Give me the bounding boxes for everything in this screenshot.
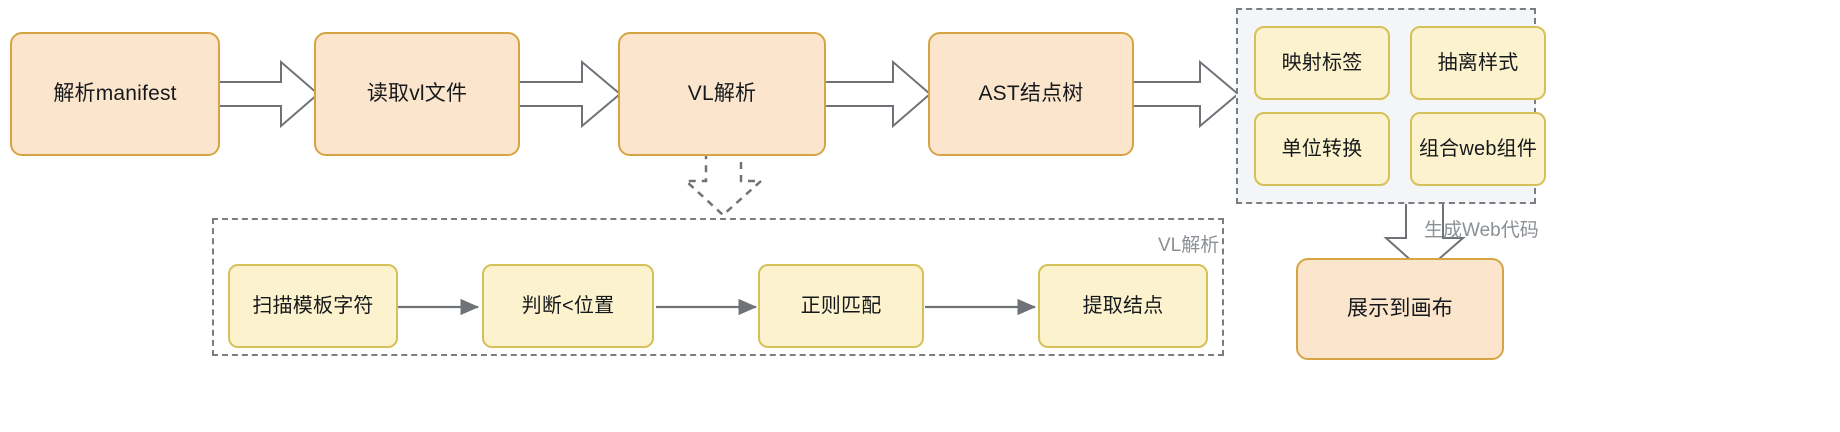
node-extract-node[interactable]: 提取结点 (1038, 264, 1208, 348)
block-arrow-vlparse-to-ast (823, 59, 932, 129)
node-label: 扫描模板字符 (252, 294, 374, 317)
node-label: VL解析 (687, 81, 757, 105)
node-label: 组合web组件 (1418, 137, 1538, 160)
node-label: 读取vl文件 (366, 81, 468, 105)
node-label: 映射标签 (1281, 51, 1363, 74)
node-label: 抽离样式 (1437, 51, 1519, 74)
node-read-vl-file[interactable]: 读取vl文件 (314, 32, 520, 156)
node-parse-manifest[interactable]: 解析manifest (10, 32, 220, 156)
node-unit-convert[interactable]: 单位转换 (1254, 112, 1390, 186)
node-ast-node-tree[interactable]: AST结点树 (928, 32, 1134, 156)
group-label-vl-parse-detail: VL解析 (1158, 235, 1220, 256)
node-label: 解析manifest (53, 81, 177, 105)
node-label: 正则匹配 (800, 294, 882, 317)
block-arrow-ast-to-codegen (1132, 59, 1240, 129)
node-extract-style[interactable]: 抽离样式 (1410, 26, 1546, 100)
node-map-tag[interactable]: 映射标签 (1254, 26, 1390, 100)
node-label: 单位转换 (1281, 137, 1363, 160)
node-vl-parse[interactable]: VL解析 (618, 32, 826, 156)
block-arrow-read-to-vlparse (517, 59, 622, 129)
node-label: 判断<位置 (521, 294, 615, 317)
node-render-to-canvas[interactable]: 展示到画布 (1296, 258, 1504, 360)
node-label: AST结点树 (978, 81, 1084, 105)
node-scan-template-chars[interactable]: 扫描模板字符 (228, 264, 398, 348)
group-vl-parse-detail (212, 218, 1224, 356)
node-label: 展示到画布 (1347, 296, 1453, 320)
node-judge-lt-position[interactable]: 判断<位置 (482, 264, 654, 348)
node-compose-web-component[interactable]: 组合web组件 (1410, 112, 1546, 186)
edge-label-generate-web-code: 生成Web代码 (1424, 220, 1539, 241)
block-arrow-manifest-to-read (218, 59, 320, 129)
node-regex-match[interactable]: 正则匹配 (758, 264, 924, 348)
node-label: 提取结点 (1082, 294, 1164, 317)
